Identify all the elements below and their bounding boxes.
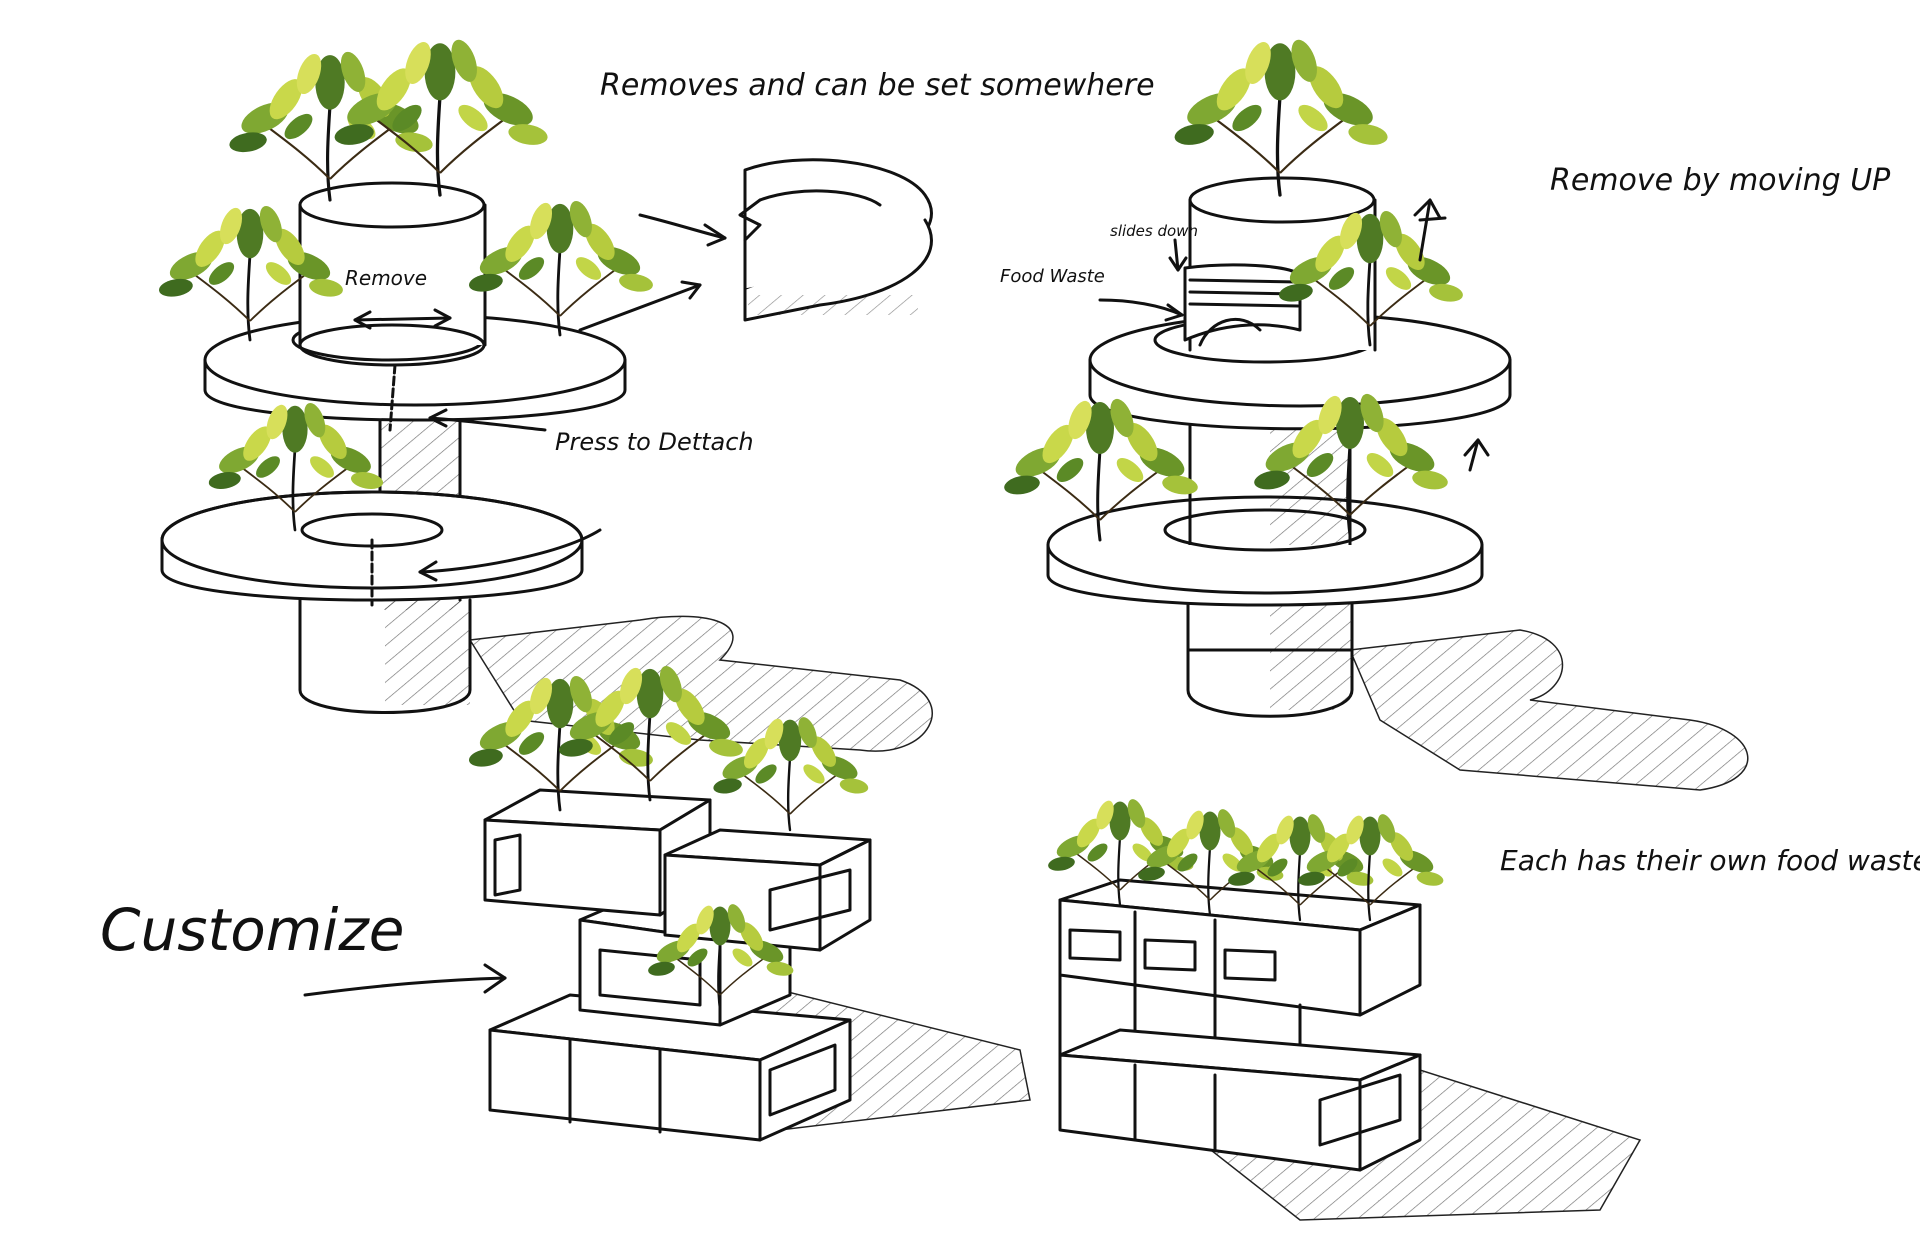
- concept-top-left: Removes and can be set somewhere Remove …: [158, 36, 1155, 751]
- to-segment-arrow-icon: [640, 215, 725, 238]
- remove-double-arrow-icon: [355, 318, 450, 320]
- customize-arrow-icon: [305, 978, 505, 995]
- annotation-food-waste: Food Waste: [1000, 266, 1105, 287]
- annotation-remove-by-moving-up: Remove by moving UP: [1550, 163, 1891, 198]
- concept-bottom-right: Each has their own food waste system: [1047, 797, 1920, 1220]
- module-row-bottom: [1060, 1030, 1420, 1170]
- lower-ring-planter: [162, 492, 582, 605]
- removed-ring-segment: [740, 160, 931, 320]
- annotation-own-food-waste: Each has their own food waste system: [1500, 844, 1920, 877]
- concept-top-right: slides down Food Waste Remove by moving …: [1000, 36, 1891, 790]
- annotation-customize: Customize: [100, 896, 404, 964]
- annotation-remove: Remove: [345, 266, 427, 290]
- annotation-slides-down: slides down: [1110, 222, 1198, 240]
- plant-icon: [1173, 36, 1389, 195]
- annotation-removes: Removes and can be set somewhere: [600, 68, 1155, 103]
- ring-out-arrow-icon: [580, 285, 700, 330]
- annotation-press-to-detach: Press to Dettach: [555, 428, 754, 456]
- tower-shadow-right: [1350, 630, 1748, 790]
- plant-icon: [468, 198, 655, 335]
- top-pot-food-waste: [1185, 178, 1375, 350]
- plant-icon: [333, 36, 549, 195]
